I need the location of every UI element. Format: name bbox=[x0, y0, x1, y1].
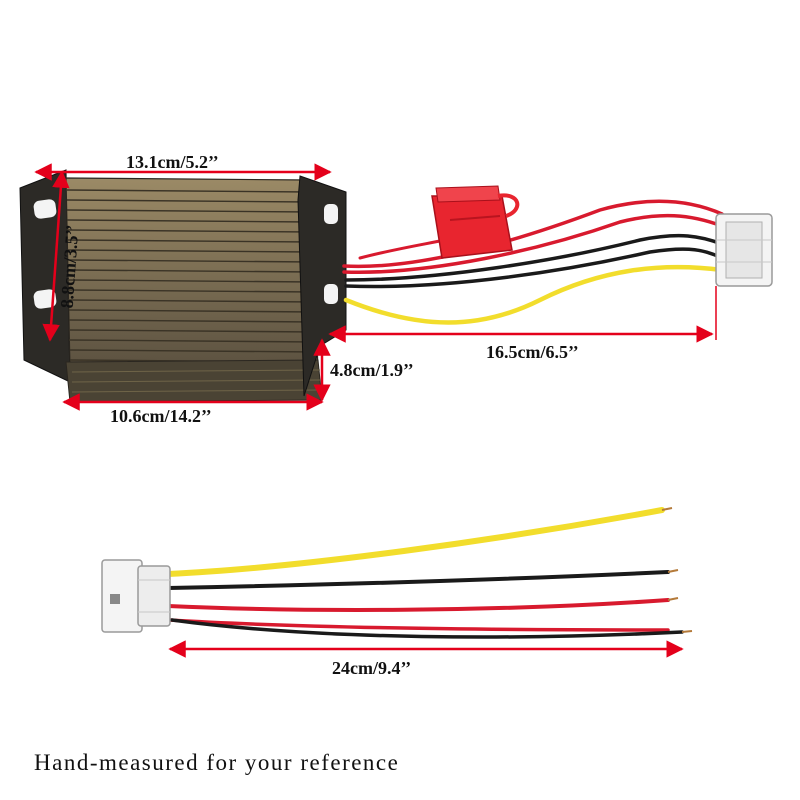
label-cable-length: 24cm/9.4’’ bbox=[332, 658, 412, 678]
cable-assembly bbox=[101, 507, 693, 658]
molex-connector-top bbox=[715, 213, 773, 287]
dimension-arrows bbox=[34, 163, 717, 411]
wire-black-1 bbox=[166, 570, 670, 590]
caption: Hand-measured for your reference bbox=[34, 750, 400, 775]
arrow-side-height bbox=[42, 170, 70, 342]
mounting-slot-top bbox=[33, 199, 57, 219]
wire-red-2 bbox=[168, 618, 670, 632]
module-wires bbox=[342, 199, 725, 325]
heat-sink-fins bbox=[66, 189, 319, 363]
right-slot-bottom bbox=[324, 284, 338, 304]
label-top-length: 13.1cm/5.2’’ bbox=[126, 152, 219, 172]
fuse-holder bbox=[431, 185, 520, 259]
wire-yellow bbox=[165, 507, 665, 577]
molex-connector-bottom bbox=[101, 559, 171, 633]
wire-black-2 bbox=[170, 618, 684, 639]
converter-module bbox=[19, 169, 347, 403]
label-depth: 4.8cm/1.9’’ bbox=[330, 360, 414, 380]
right-slot-top bbox=[324, 204, 338, 224]
wire-red-1 bbox=[166, 598, 670, 612]
label-bottom-length: 10.6cm/14.2’’ bbox=[110, 406, 212, 426]
label-lead-length: 16.5cm/6.5’’ bbox=[486, 342, 579, 362]
